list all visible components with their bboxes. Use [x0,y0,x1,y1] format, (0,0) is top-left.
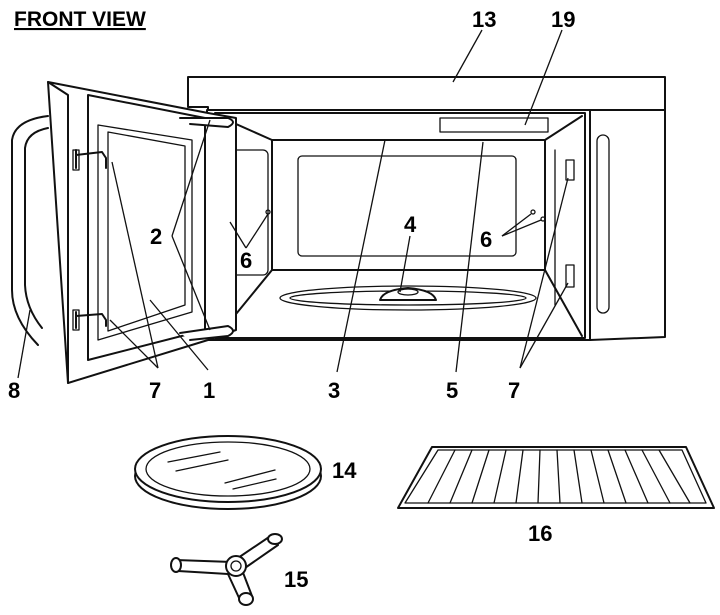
callout-8: 8 [8,378,20,403]
cavity-vent-hole [540,216,546,222]
roller-support [170,533,283,606]
leader-lines [17,29,569,379]
callout-15: 15 [284,567,308,592]
callout-6-right: 6 [480,227,492,252]
callout-4: 4 [404,212,417,237]
callout-numbers: 13 19 2 6 4 6 8 7 1 3 5 7 14 16 15 [8,7,575,592]
vent-grille-panel [187,76,666,111]
door-latch-opening-lower [565,264,575,288]
door-latch-hook-lower [75,311,107,329]
turntable-hub [379,287,437,301]
microwave-door [11,81,237,384]
control-panel-handle-slot [596,134,610,314]
door-window-glass [97,124,193,341]
microwave-body [187,76,666,341]
callout-5: 5 [446,378,458,403]
control-panel [589,109,666,341]
callout-7-right: 7 [508,378,520,403]
door-latch-opening-upper [565,159,575,181]
diagram-title: FRONT VIEW [14,8,146,31]
callout-19: 19 [551,7,575,32]
callout-7-left: 7 [149,378,161,403]
door-handle [11,115,49,346]
cooking-guide-label [439,117,549,133]
door-hinge-lower [179,325,234,341]
callout-1: 1 [203,378,215,403]
callout-3: 3 [328,378,340,403]
callout-2: 2 [150,224,162,249]
door-hinge-upper [179,117,234,128]
cavity-vent-hole [530,209,536,215]
callout-14: 14 [332,458,357,483]
door-latch-hook-upper [75,149,107,169]
cavity-back-wall [271,139,546,271]
callout-16: 16 [528,521,552,546]
callout-6-left: 6 [240,248,252,273]
callout-13: 13 [472,7,496,32]
cooking-rack [397,446,715,509]
glass-turntable [134,435,322,510]
